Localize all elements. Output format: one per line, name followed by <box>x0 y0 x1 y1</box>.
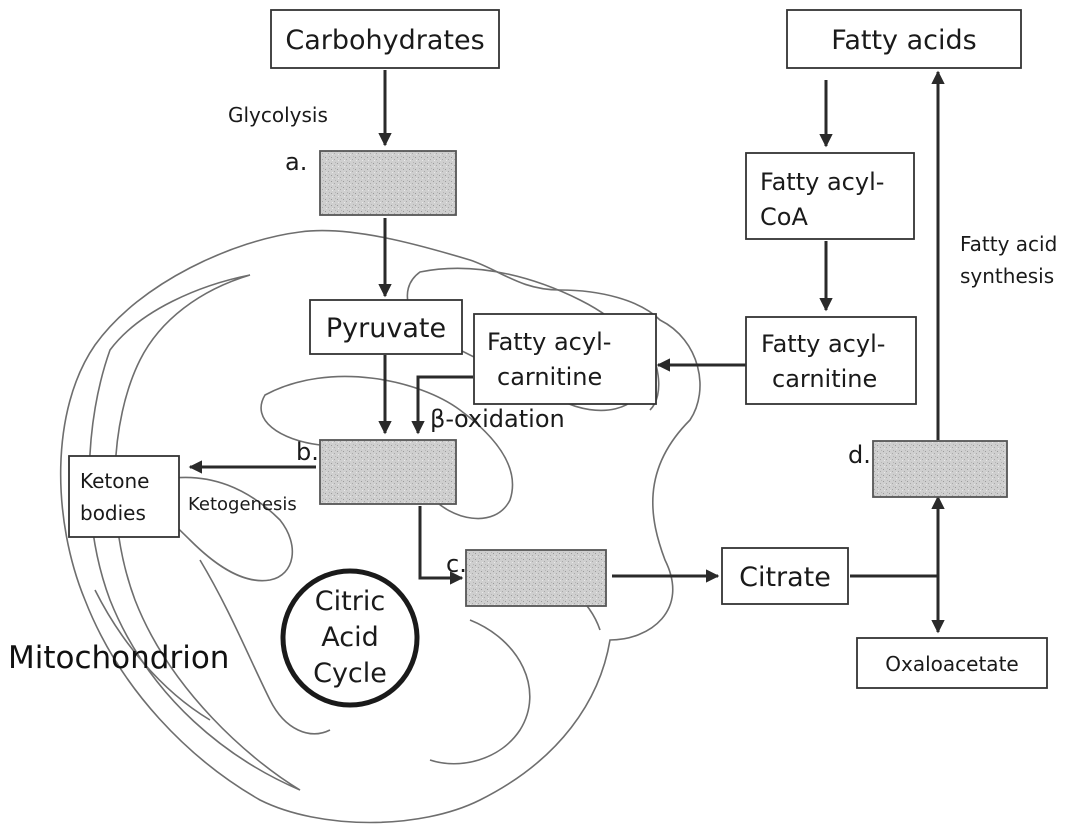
box-ketone-bodies: Ketone bodies <box>68 455 180 538</box>
blank-letter-d: d. <box>848 441 871 469</box>
box-citrate: Citrate <box>721 547 849 605</box>
cycle-line1: Citric <box>315 586 385 617</box>
box-pyruvate: Pyruvate <box>309 299 463 355</box>
blank-letter-c: c. <box>446 550 467 578</box>
arrows <box>188 70 945 634</box>
blank-box-c: c. <box>446 549 607 607</box>
fatty-acyl-coa-line1: Fatty acyl- <box>760 168 884 196</box>
fatty-acid-synthesis-line2: synthesis <box>960 264 1054 288</box>
arrow-beta-oxidation <box>411 375 473 435</box>
blank-letter-a: a. <box>285 148 307 176</box>
fatty-acyl-carnitine-outer-line1: Fatty acyl- <box>761 330 885 358</box>
blank-box-b: b. <box>296 438 457 505</box>
blank-box-d: d. <box>848 440 1008 498</box>
cycle-line3: Cycle <box>313 658 387 689</box>
fatty-acid-synthesis-line1: Fatty acid <box>960 232 1057 256</box>
box-fatty-acids: Fatty acids <box>786 9 1022 69</box>
arrow-b-to-c <box>418 506 464 585</box>
box-carbohydrates: Carbohydrates <box>270 9 500 69</box>
beta-oxidation-label: β-oxidation <box>430 405 565 433</box>
box-fatty-acyl-carnitine-outer: Fatty acyl- carnitine <box>745 316 917 405</box>
mitochondrion-label: Mitochondrion <box>8 640 229 676</box>
fatty-acids-label: Fatty acids <box>831 25 976 56</box>
box-fatty-acyl-coa: Fatty acyl- CoA <box>745 152 915 240</box>
oxaloacetate-label: Oxaloacetate <box>885 652 1018 676</box>
box-oxaloacetate: Oxaloacetate <box>856 637 1048 689</box>
box-fatty-acyl-carnitine-inner: Fatty acyl- carnitine <box>473 313 657 405</box>
pyruvate-label: Pyruvate <box>326 313 446 344</box>
ketone-bodies-line2: bodies <box>80 501 146 525</box>
ketone-bodies-line1: Ketone <box>80 469 149 493</box>
mitochondrion-outline <box>59 229 701 824</box>
cycle-line2: Acid <box>321 622 378 653</box>
glycolysis-label: Glycolysis <box>228 103 328 127</box>
fatty-acyl-carnitine-outer-line2: carnitine <box>772 365 877 393</box>
ketogenesis-label: Ketogenesis <box>188 494 297 515</box>
fatty-acyl-coa-line2: CoA <box>760 203 808 231</box>
blank-letter-b: b. <box>296 438 319 466</box>
citric-acid-cycle: Citric Acid Cycle <box>280 568 420 708</box>
blank-box-a: a. <box>285 148 457 216</box>
citrate-label: Citrate <box>739 562 831 593</box>
fatty-acyl-carnitine-inner-line2: carnitine <box>497 363 602 391</box>
carbohydrates-label: Carbohydrates <box>285 25 484 56</box>
fatty-acyl-carnitine-inner-line1: Fatty acyl- <box>487 328 611 356</box>
